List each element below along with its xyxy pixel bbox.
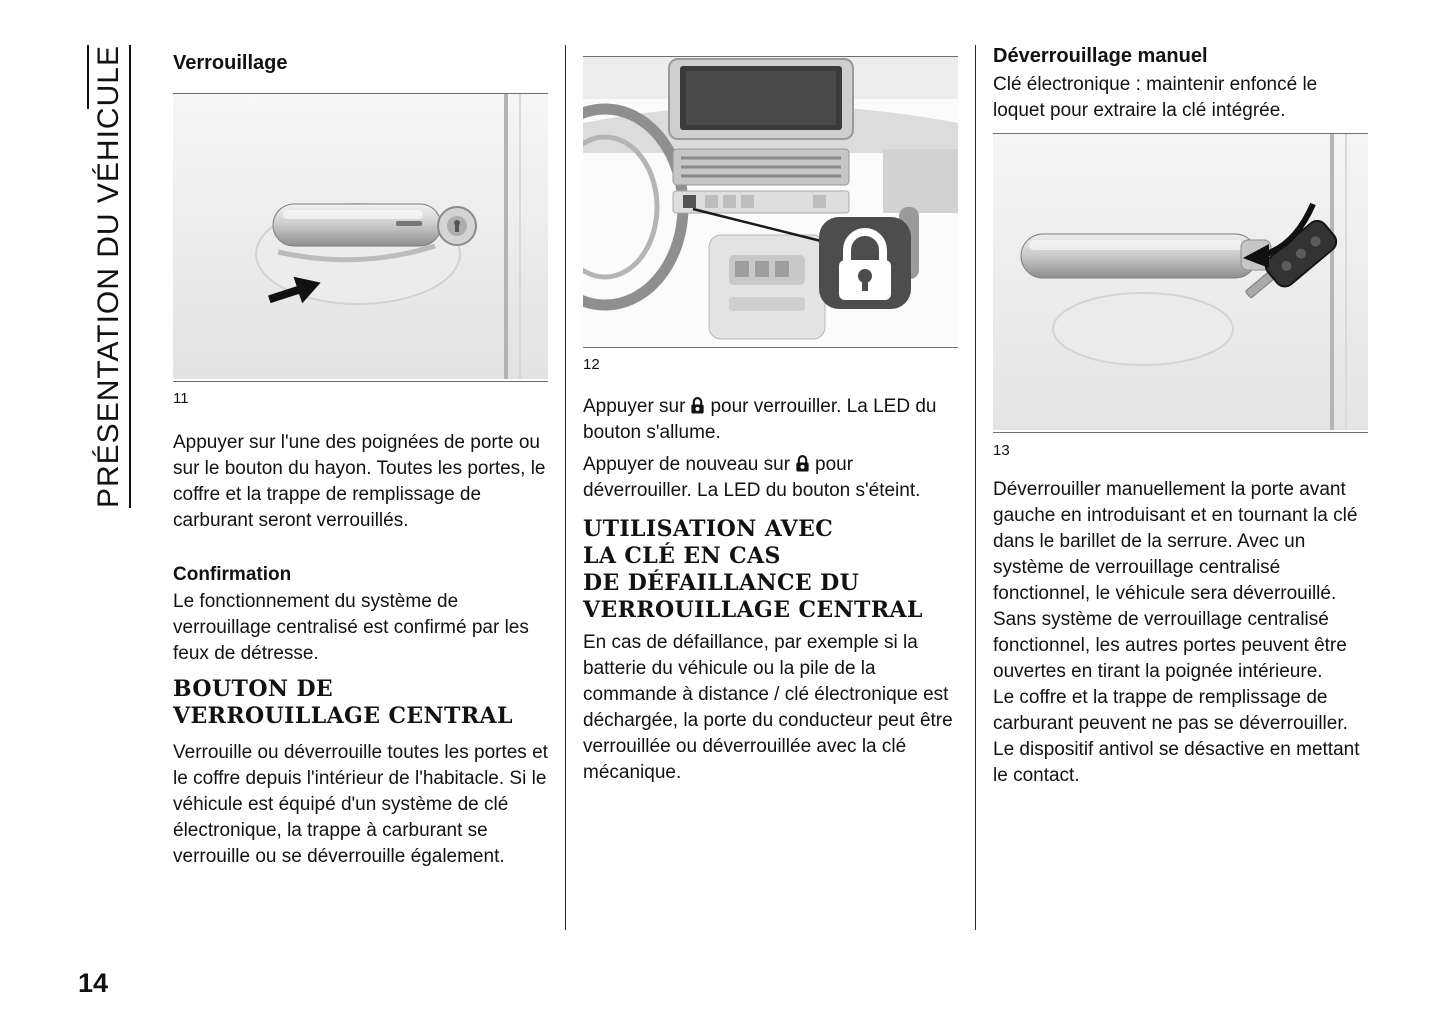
figure-11 [173,93,548,382]
figure-13 [993,133,1368,433]
figure-12-label: 12 [583,356,600,373]
text-run: Appuyer de nouveau sur [583,454,791,475]
heading-line: BOUTON DE [173,676,334,702]
figure-13-label: 13 [993,442,1010,459]
heading-line: VERROUILLAGE CENTRAL [583,597,923,623]
chapter-sidebar-label: PRÉSENTATION DU VÉHICULE [92,45,125,508]
figure-12 [583,56,958,348]
dashboard-lock-button-illustration [583,57,958,345]
padlock-badge-icon [819,217,911,309]
section-heading-bouton-verrouillage: BOUTON DE VERROUILLAGE CENTRAL [173,676,548,730]
paragraph: Appuyer sur l'une des poignées de porte … [173,432,546,531]
column-divider [565,45,566,930]
paragraph: Clé électronique : maintenir enfoncé le … [993,74,1318,121]
page-number: 14 [78,968,109,998]
text-run: Appuyer sur [583,396,686,417]
sidebar-rule-cap [87,45,89,109]
subheading-deverrouillage-manuel: Déverrouillage manuel [993,45,1208,67]
paragraph: Le dispositif antivol se désactive en me… [993,739,1360,786]
paragraph: En cas de défaillance, par exemple si la… [583,632,953,783]
paragraph-group: Déverrouiller manuellement la porte avan… [993,477,1368,789]
door-handle-key-illustration [993,134,1368,430]
lock-button-icon [796,455,809,472]
text-run: pour déverrouiller. La LED du bouton s'é… [583,454,921,501]
column-divider [975,45,976,930]
arrow-head-icon [1243,244,1269,268]
paragraph: Le coffre et la trappe de remplissage de… [993,687,1348,734]
lock-button-icon [691,397,705,414]
door-handle-exterior-illustration [173,94,548,379]
heading-line: VERROUILLAGE CENTRAL [173,703,513,729]
heading-line: DE DÉFAILLANCE DU [583,570,860,596]
key-fob-icon [1245,219,1338,298]
paragraph: Déverrouiller manuellement la porte avan… [993,479,1358,604]
subheading-confirmation: Confirmation [173,564,292,585]
paragraph: Sans système de verrouillage centralisé … [993,609,1347,682]
heading-line: LA CLÉ EN CAS [583,543,781,569]
paragraph: Le fonctionnement du système de verrouil… [173,591,529,664]
section-heading-utilisation-cle: UTILISATION AVEC LA CLÉ EN CAS DE DÉFAIL… [583,516,958,624]
arrow-icon [268,276,321,304]
section-title-verrouillage: Verrouillage [173,52,288,74]
heading-line: UTILISATION AVEC [583,516,834,542]
lock-button-icon [683,195,696,208]
text-run: pour verrouiller. La LED du bouton s'all… [583,396,937,443]
sidebar-rule [129,45,131,508]
paragraph: Verrouille ou déverrouille toutes les po… [173,742,548,867]
figure-11-label: 11 [173,390,189,407]
